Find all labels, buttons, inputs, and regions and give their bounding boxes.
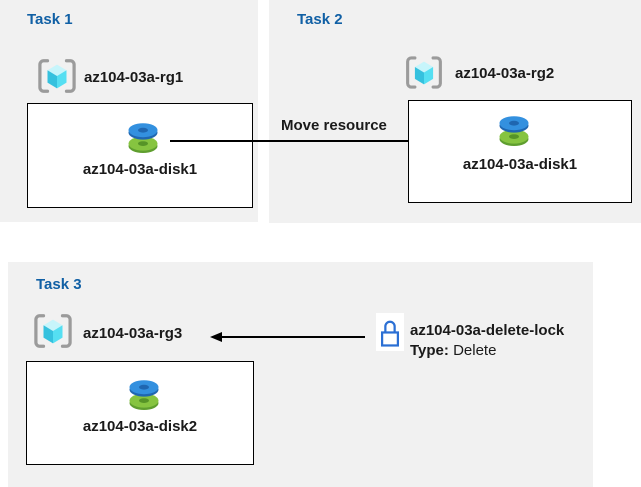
arrow-left-icon bbox=[210, 332, 222, 342]
move-arrow-label: Move resource bbox=[281, 117, 387, 134]
disk-label: az104-03a-disk2 bbox=[82, 418, 198, 435]
lock-type-key: Type: bbox=[410, 342, 449, 359]
disk-icon bbox=[128, 123, 158, 153]
lock-arrow-line bbox=[222, 336, 365, 338]
lock-type-value: Delete bbox=[453, 342, 497, 359]
resource-group-label: az104-03a-rg2 bbox=[455, 65, 555, 82]
lock-plate bbox=[376, 313, 404, 351]
disk-label: az104-03a-disk1 bbox=[82, 161, 198, 178]
resource-group-label: az104-03a-rg1 bbox=[84, 69, 184, 86]
task3-resource-box bbox=[26, 361, 254, 465]
lock-name-label: az104-03a-delete-lock bbox=[410, 322, 565, 339]
resource-group-label: az104-03a-rg3 bbox=[83, 325, 183, 342]
resource-group-icon bbox=[38, 59, 76, 93]
padlock-icon bbox=[380, 320, 400, 347]
resource-group-icon bbox=[406, 56, 442, 89]
task1-resource-box bbox=[27, 103, 253, 208]
task2-title: Task 2 bbox=[297, 11, 343, 28]
move-arrow-line bbox=[170, 140, 461, 142]
lock-type-label: Type: Delete bbox=[410, 342, 496, 359]
disk-label: az104-03a-disk1 bbox=[462, 156, 578, 173]
task1-title: Task 1 bbox=[27, 11, 73, 28]
task3-title: Task 3 bbox=[36, 276, 82, 293]
disk-icon bbox=[499, 116, 529, 146]
disk-icon bbox=[129, 380, 159, 410]
resource-group-icon bbox=[34, 314, 72, 348]
